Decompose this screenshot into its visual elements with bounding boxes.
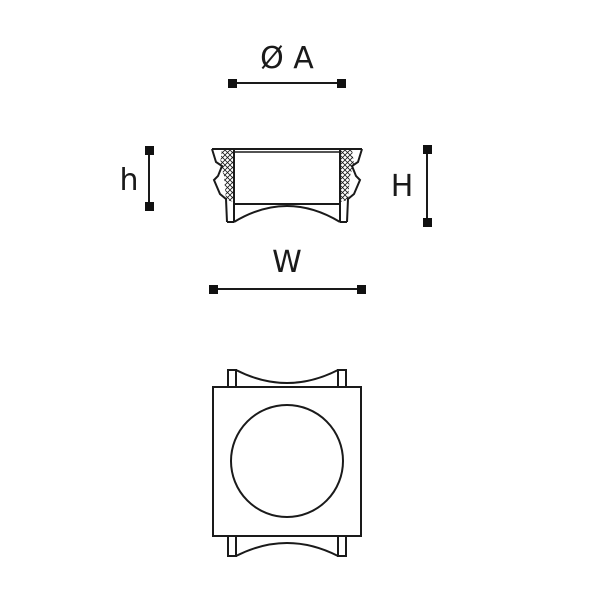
terminal-left xyxy=(228,79,237,88)
terminal-bottom xyxy=(423,218,432,227)
terminal-top xyxy=(145,146,154,155)
dimension-width: W xyxy=(209,245,366,294)
dimension-height-large: H xyxy=(391,145,432,227)
side-section-view xyxy=(211,148,363,223)
dimension-diameter: Ø A xyxy=(228,41,346,88)
label-height-large: H xyxy=(391,169,414,204)
terminal-left xyxy=(209,285,218,294)
label-height-small: h xyxy=(119,163,138,198)
terminal-right xyxy=(337,79,346,88)
terminal-bottom xyxy=(145,202,154,211)
label-width: W xyxy=(272,245,302,280)
terminal-top xyxy=(423,145,432,154)
top-plan-view xyxy=(212,369,362,557)
terminal-right xyxy=(357,285,366,294)
dimension-height-small: h xyxy=(119,146,154,211)
label-diameter: Ø A xyxy=(260,41,314,76)
